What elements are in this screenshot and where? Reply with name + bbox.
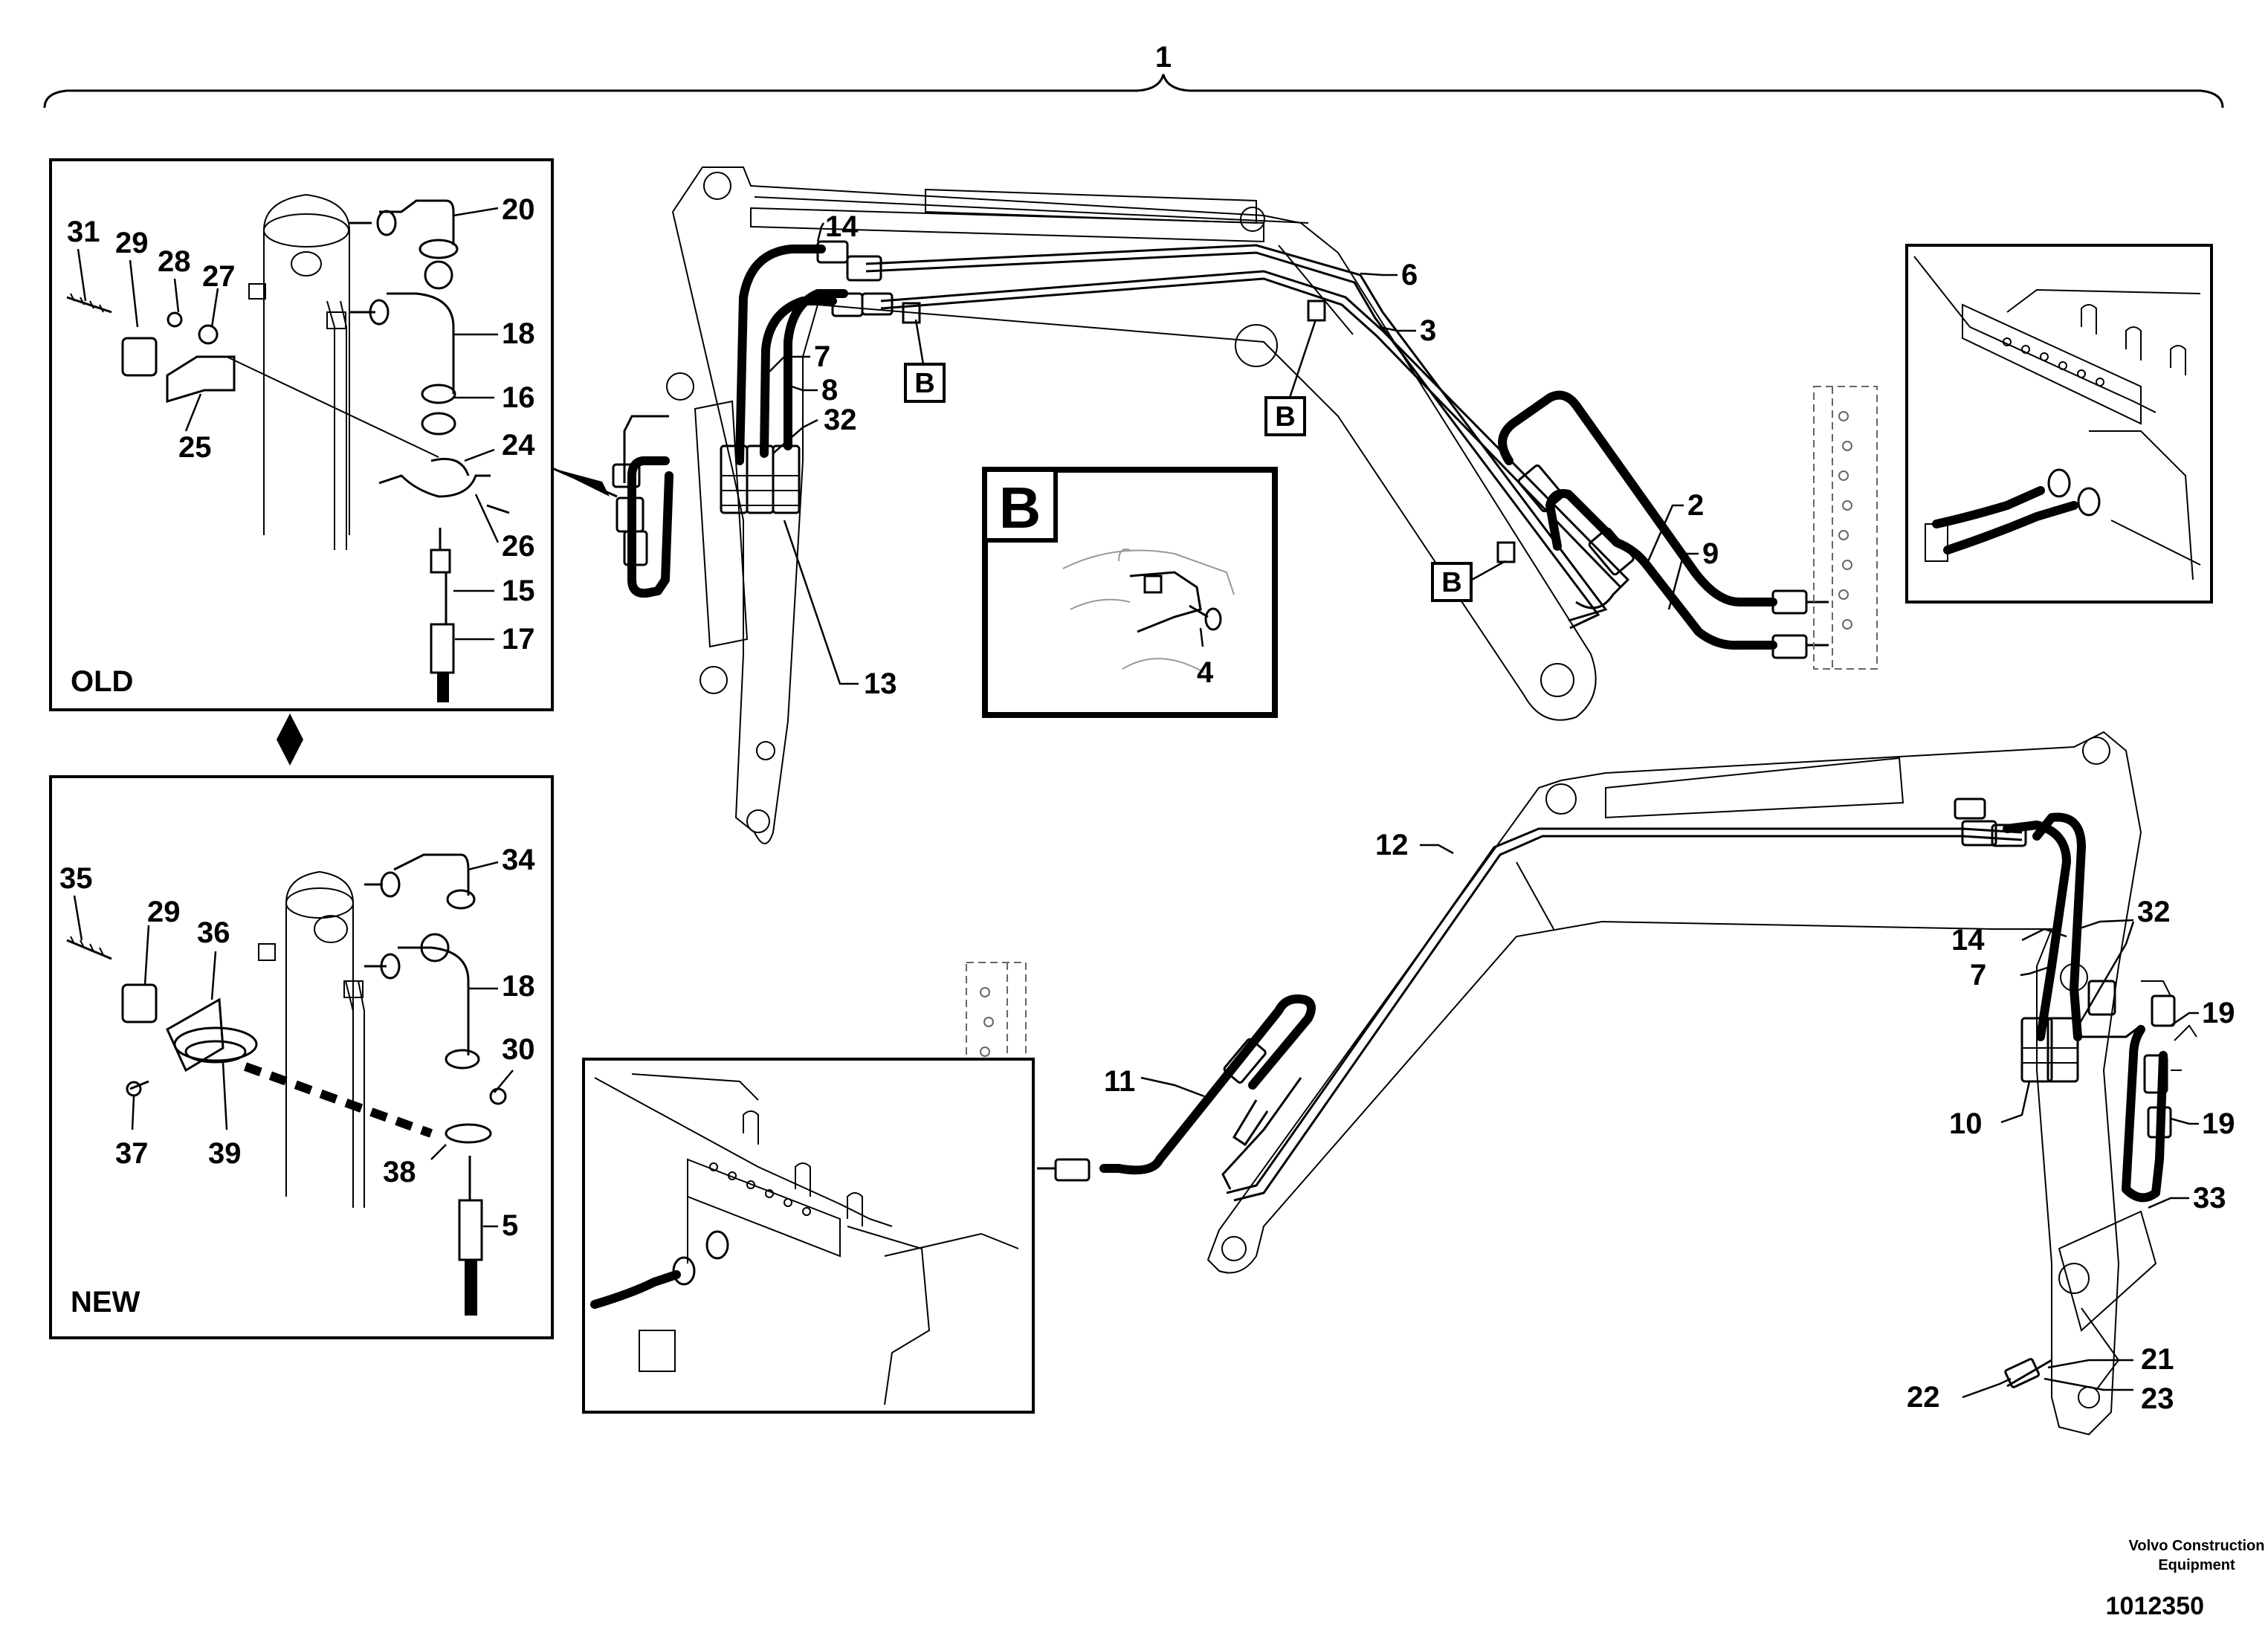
callout-24: 24 bbox=[502, 429, 535, 462]
callout-28: 28 bbox=[158, 245, 191, 278]
upper-boom bbox=[612, 166, 1878, 844]
callout-18-old: 18 bbox=[502, 317, 535, 350]
callout-14-lower: 14 bbox=[1951, 924, 1985, 957]
callout-16: 16 bbox=[502, 381, 535, 414]
callout-7-lower: 7 bbox=[1970, 959, 1986, 991]
callout-31: 31 bbox=[67, 216, 100, 248]
company-line-1: Volvo Construction bbox=[2129, 1538, 2265, 1554]
top-brace bbox=[43, 74, 2224, 109]
callout-25: 25 bbox=[178, 431, 212, 464]
b-marker-3-label: B bbox=[1441, 567, 1461, 598]
double-arrow-up-down-icon bbox=[277, 714, 303, 766]
b-marker-1-label: B bbox=[914, 368, 934, 399]
callout-22: 22 bbox=[1907, 1381, 1940, 1414]
lower-boom-leaders bbox=[1140, 844, 2199, 1399]
callout-3: 3 bbox=[1420, 314, 1436, 347]
callout-15: 15 bbox=[502, 575, 535, 607]
callout-2: 2 bbox=[1687, 489, 1704, 522]
callout-38: 38 bbox=[383, 1156, 416, 1188]
callout-19-bottom: 19 bbox=[2202, 1107, 2235, 1140]
detail-b-panel bbox=[982, 467, 1278, 718]
upper-boom-leaders bbox=[769, 222, 1699, 685]
callout-35: 35 bbox=[59, 862, 93, 895]
callout-14-upper: 14 bbox=[825, 210, 859, 243]
callout-7-upper: 7 bbox=[814, 340, 830, 373]
inset-top-right bbox=[1905, 244, 2213, 604]
b-marker-2-label: B bbox=[1275, 401, 1295, 433]
callout-11: 11 bbox=[1104, 1065, 1135, 1098]
callout-10: 10 bbox=[1949, 1107, 1983, 1140]
callout-9: 9 bbox=[1702, 537, 1719, 570]
callout-5: 5 bbox=[502, 1209, 518, 1242]
callout-30: 30 bbox=[502, 1033, 535, 1066]
callout-6: 6 bbox=[1401, 259, 1418, 291]
callout-8: 8 bbox=[821, 374, 838, 407]
company-line-2: Equipment bbox=[2158, 1557, 2235, 1573]
callout-29: 29 bbox=[115, 227, 149, 259]
callout-26: 26 bbox=[502, 530, 535, 563]
callout-37: 37 bbox=[115, 1137, 149, 1170]
document-number: 1012350 bbox=[2106, 1592, 2204, 1620]
new-caption: NEW bbox=[71, 1286, 140, 1319]
old-leaders bbox=[77, 207, 500, 641]
new-panel bbox=[49, 775, 554, 1339]
callout-32-lower: 32 bbox=[2137, 896, 2171, 928]
assembly-number: 1 bbox=[1155, 41, 1172, 74]
new-leaders bbox=[73, 861, 514, 1228]
callout-4: 4 bbox=[1197, 656, 1214, 689]
callout-32-upper: 32 bbox=[824, 404, 857, 436]
b-marker-2 bbox=[1264, 319, 1317, 436]
detail-b-caption: B bbox=[999, 475, 1041, 540]
callout-18-new: 18 bbox=[502, 970, 535, 1003]
old-panel bbox=[49, 158, 554, 711]
b-marker-3 bbox=[1431, 560, 1506, 602]
pointer-line bbox=[552, 467, 618, 498]
callout-39: 39 bbox=[208, 1137, 242, 1170]
callout-29-new: 29 bbox=[147, 896, 181, 928]
lower-boom bbox=[966, 731, 2197, 1436]
inset-bottom-left bbox=[582, 1058, 1035, 1414]
callout-12: 12 bbox=[1375, 829, 1409, 861]
callout-34: 34 bbox=[502, 844, 535, 876]
callout-23: 23 bbox=[2141, 1382, 2174, 1415]
callout-13: 13 bbox=[864, 667, 897, 700]
b-marker-1 bbox=[904, 319, 946, 403]
callout-19-top: 19 bbox=[2202, 997, 2235, 1029]
callout-27: 27 bbox=[202, 260, 236, 293]
callout-17: 17 bbox=[502, 623, 535, 656]
callout-21: 21 bbox=[2141, 1343, 2174, 1376]
old-caption: OLD bbox=[71, 665, 133, 698]
callout-20: 20 bbox=[502, 193, 535, 226]
callout-33: 33 bbox=[2193, 1182, 2226, 1214]
callout-36: 36 bbox=[197, 916, 230, 949]
